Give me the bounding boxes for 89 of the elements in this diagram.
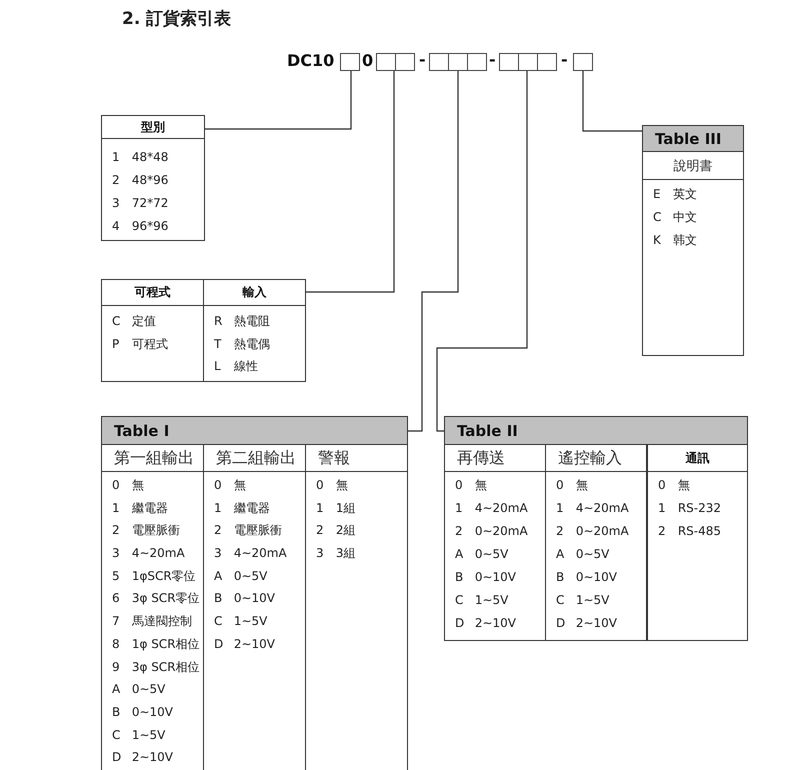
option-entry: C 1~5V	[112, 728, 166, 743]
leader-line	[205, 71, 352, 130]
option-entry: 2 電壓脈衝	[112, 523, 180, 538]
option-entry: K 韩文	[653, 233, 697, 248]
column-header: 輸入	[204, 280, 305, 306]
option-entry: 2 0~20mA	[455, 524, 528, 539]
code-slot	[499, 53, 519, 71]
code-slot	[467, 53, 487, 71]
option-entry: 0 無	[556, 478, 588, 493]
option-entry: 2 0~20mA	[556, 524, 629, 539]
table-title-band: Table III	[643, 126, 743, 151]
separator-dash: -	[419, 51, 426, 69]
option-entry: 1 1組	[316, 500, 356, 516]
leader-line	[408, 71, 459, 432]
option-entry: B 0~10V	[214, 591, 275, 606]
option-entry: 3 3組	[316, 546, 356, 562]
column-header: 型別	[102, 116, 204, 139]
option-entry: 8 1φ SCR相位	[112, 636, 200, 652]
option-entry: A 0~5V	[214, 568, 268, 584]
option-entry: E 英文	[653, 187, 697, 202]
code-slot	[429, 53, 449, 71]
table-column	[101, 279, 204, 382]
option-entry: D 2~10V	[214, 636, 275, 652]
column-header: 警報	[306, 445, 407, 472]
option-entry: 3 4~20mA	[214, 546, 287, 562]
leader-line	[582, 71, 642, 132]
separator-dash: -	[489, 51, 496, 69]
option-entry: 1 繼電器	[112, 500, 168, 516]
option-entry: D 2~10V	[556, 616, 617, 631]
model-code-prefix: DC10	[287, 52, 334, 70]
option-entry: 2 電壓脈衝	[214, 523, 282, 538]
leader-line	[306, 71, 395, 293]
option-entry: T 熱電偶	[214, 336, 270, 352]
option-entry: 1 48*48	[112, 150, 168, 165]
option-entry: 0 無	[112, 478, 144, 493]
option-entry: 9 3φ SCR相位	[112, 660, 200, 674]
table-column	[203, 279, 306, 382]
column-header: 說明書	[643, 152, 743, 180]
option-entry: C 中文	[653, 210, 697, 225]
option-entry: R 熱電阻	[214, 314, 270, 329]
table-title-band: Table I	[102, 417, 407, 444]
separator-dash: -	[561, 51, 568, 69]
table-column	[646, 444, 748, 641]
option-entry: C 1~5V	[556, 593, 610, 608]
option-entry: B 0~10V	[455, 570, 516, 585]
option-entry: 1 4~20mA	[455, 501, 528, 516]
code-slot	[537, 53, 557, 71]
code-slot	[518, 53, 538, 71]
option-entry: 1 繼電器	[214, 500, 270, 516]
option-entry: 5 1φSCR零位	[112, 568, 196, 584]
option-entry: 0 無	[658, 478, 690, 493]
option-entry: 6 3φ SCR零位	[112, 591, 200, 606]
column-header: 通訊	[648, 445, 747, 472]
option-entry: 3 4~20mA	[112, 546, 185, 562]
option-entry: 4 96*96	[112, 219, 168, 234]
code-slot	[448, 53, 468, 71]
page-title: 2. 訂貨索引表	[122, 8, 232, 30]
option-entry: 2 48*96	[112, 173, 168, 188]
option-entry: 0 無	[214, 478, 246, 493]
table-title-band: Table II	[445, 417, 747, 444]
option-entry: D 2~10V	[112, 750, 173, 766]
code-slot	[395, 53, 415, 71]
option-entry: 3 72*72	[112, 196, 168, 211]
option-entry: 7 馬達閥控制	[112, 614, 192, 630]
code-slot	[573, 53, 593, 71]
code-slot	[376, 53, 396, 71]
option-table	[101, 416, 408, 770]
option-entry: C 定值	[112, 314, 156, 329]
option-entry: C 1~5V	[214, 614, 268, 630]
option-entry: B 0~10V	[112, 704, 173, 720]
option-entry: P 可程式	[112, 336, 168, 352]
option-entry: B 0~10V	[556, 570, 617, 585]
option-table	[101, 115, 205, 241]
option-entry: A 0~5V	[455, 547, 508, 562]
option-entry: 0 無	[455, 478, 487, 493]
fixed-code-digit: 0	[362, 52, 374, 70]
option-entry: L 線性	[214, 359, 258, 374]
option-entry: 1 RS-232	[658, 501, 722, 516]
leader-line	[436, 71, 528, 432]
option-entry: 2 2組	[316, 523, 356, 538]
option-table	[444, 416, 748, 641]
option-entry: A 0~5V	[112, 682, 166, 698]
option-entry: 1 4~20mA	[556, 501, 629, 516]
option-entry: 0 無	[316, 478, 348, 493]
option-entry: D 2~10V	[455, 616, 516, 631]
option-entry: 2 RS-485	[658, 524, 722, 539]
option-entry: C 1~5V	[455, 593, 508, 608]
option-entry: A 0~5V	[556, 547, 610, 562]
code-slot	[340, 53, 360, 71]
